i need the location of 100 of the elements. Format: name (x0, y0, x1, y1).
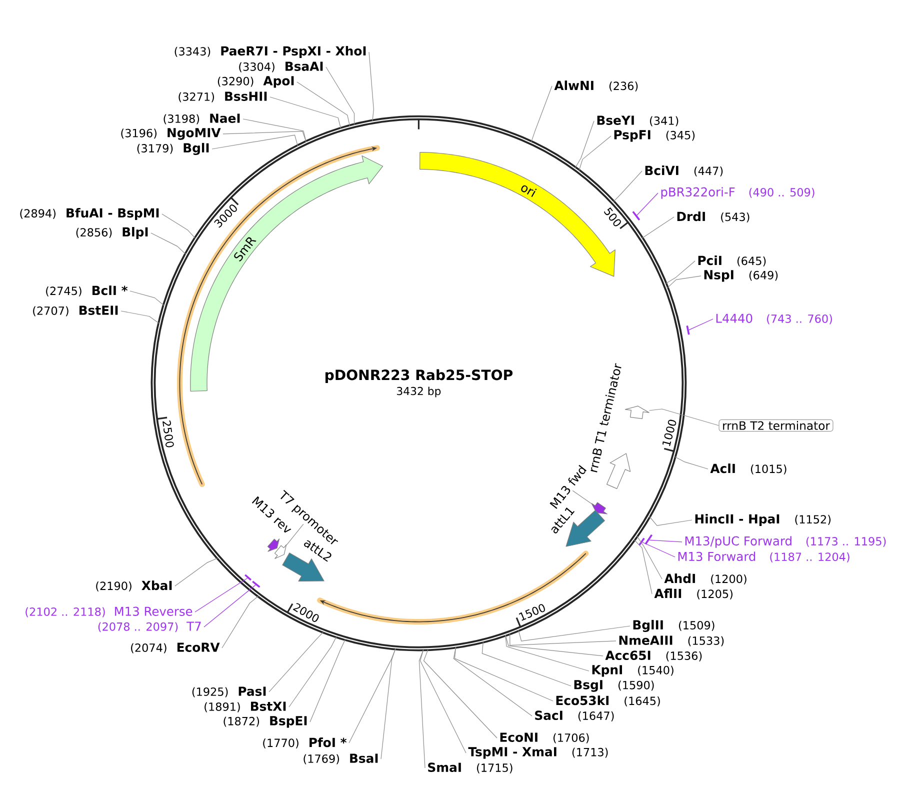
site-label: AflII (1205) (654, 588, 732, 600)
label-box: rrnB T2 terminator (718, 419, 834, 432)
site-label: (3198) NaeI (164, 114, 240, 124)
site-label: (2707) BstEII (33, 306, 118, 316)
feature-block (274, 544, 287, 559)
site-label: (3290) ApoI (218, 76, 294, 88)
leader-line (454, 646, 554, 702)
leader-line (613, 170, 642, 202)
site-label: AhdI (1200) (664, 574, 746, 584)
site-label: (3196) NgoMIV (121, 128, 221, 140)
leader-line (636, 192, 658, 216)
site-label: DrdI (543) (677, 212, 750, 222)
leader-line (531, 86, 552, 142)
leader-line (667, 276, 702, 288)
leader-line (453, 646, 532, 716)
leader-line (578, 136, 612, 171)
leader-line (636, 536, 662, 580)
leader-line (649, 540, 682, 542)
primer-label: (2102 .. 2118) M13 Reverse (26, 606, 192, 618)
primer-label: (2078 .. 2097) T7 (98, 622, 201, 632)
site-label: (1891) BstXI (204, 702, 286, 712)
site-label: (3179) BglI (137, 142, 209, 156)
site-label: (2894) BfuAI - BspMI (20, 208, 159, 220)
primer-mark (644, 534, 653, 545)
site-label: EcoNI (1706) (500, 732, 589, 744)
site-label: (3271) BssHII (178, 92, 267, 102)
leader-line (120, 310, 160, 324)
leader-line (130, 290, 164, 306)
feature-block (591, 502, 608, 514)
leader-line (150, 232, 186, 254)
site-label: TspMI - XmaI (1713) (468, 747, 608, 759)
feature-block (624, 406, 650, 420)
site-label: AlwNI (236) (554, 80, 638, 92)
leader-line (286, 524, 304, 546)
site-label: (2190) XbaI (96, 580, 172, 592)
site-label: PspFI (345) (614, 130, 695, 142)
site-label: SmaI (1715) (428, 762, 512, 774)
site-label: (1769) BsaI (304, 754, 378, 764)
leader-line (288, 636, 337, 708)
leader-line (174, 558, 218, 586)
leader-line (634, 540, 652, 594)
site-label: (2074) EcoRV (131, 642, 220, 654)
leader-line (649, 516, 692, 526)
site-label: (3343) PaeR7I - PspXI - XhoI (174, 46, 366, 58)
site-label: (1925) PasI (192, 686, 266, 698)
leader-line (418, 649, 426, 768)
leader-line (194, 578, 248, 612)
site-label: BseYI (341) (597, 116, 678, 126)
leader-line (326, 66, 355, 126)
primer-label: M13 Forward (1187 .. 1204) (678, 552, 850, 562)
tick-label: 2500 (162, 420, 174, 448)
leader-line (688, 318, 714, 330)
leader-line (212, 134, 298, 150)
leader-line (572, 490, 592, 504)
primer-mark (244, 574, 252, 581)
leader-line (242, 118, 306, 142)
primer-label: L4440 (743 .. 760) (716, 314, 832, 324)
leader-line (482, 642, 572, 686)
site-label: Acc65I (1536) (605, 650, 702, 662)
site-label: BsgI (1590) (574, 680, 654, 692)
site-label: (2856) BlpI (76, 226, 148, 239)
leader-line (575, 120, 594, 168)
site-label: NmeAIII (1533) (619, 636, 724, 646)
leader-line (380, 648, 396, 760)
leader-line (505, 634, 590, 672)
leader-line (674, 456, 708, 470)
primer-mark (632, 211, 640, 220)
primer-mark (252, 580, 260, 588)
leader-line (310, 639, 346, 722)
leader-line (268, 632, 324, 692)
site-label: (2745) BclI * (46, 286, 128, 296)
primer-mark (638, 538, 645, 546)
site-label: BciVI (447) (645, 166, 723, 176)
leader-line (642, 542, 676, 558)
site-label: BglII (1509) (633, 620, 714, 632)
primer-label: M13/pUC Forward (1173 .. 1195) (685, 536, 886, 548)
site-label: Eco53kI (1645) (556, 696, 660, 706)
leader-line (204, 584, 256, 628)
leader-line (348, 648, 396, 744)
site-label: SacI (1647) (535, 710, 614, 722)
leader-line (296, 82, 350, 126)
site-label: HincII - HpaI (1152) (695, 514, 831, 526)
leader-line (420, 649, 466, 754)
site-label: (3304) BsaAI (239, 62, 323, 72)
leader-line (270, 96, 342, 129)
leader-line (642, 216, 674, 238)
tick-label: 1500 (518, 604, 545, 621)
primer-label: pBR322ori-F (490 .. 509) (661, 187, 814, 199)
leader-line (649, 408, 720, 426)
leader-line (518, 626, 630, 642)
site-label: NspI (649) (704, 270, 778, 282)
site-label: (1872) BspEI (224, 716, 307, 728)
leader-line (222, 130, 306, 142)
site-label: AclI (1015) (710, 464, 786, 474)
leader-line (423, 649, 498, 738)
leader-line (162, 214, 196, 238)
leader-line (368, 52, 374, 122)
site-label: KpnI (1540) (592, 665, 674, 677)
leader-line (222, 596, 259, 648)
leader-line (505, 634, 604, 656)
